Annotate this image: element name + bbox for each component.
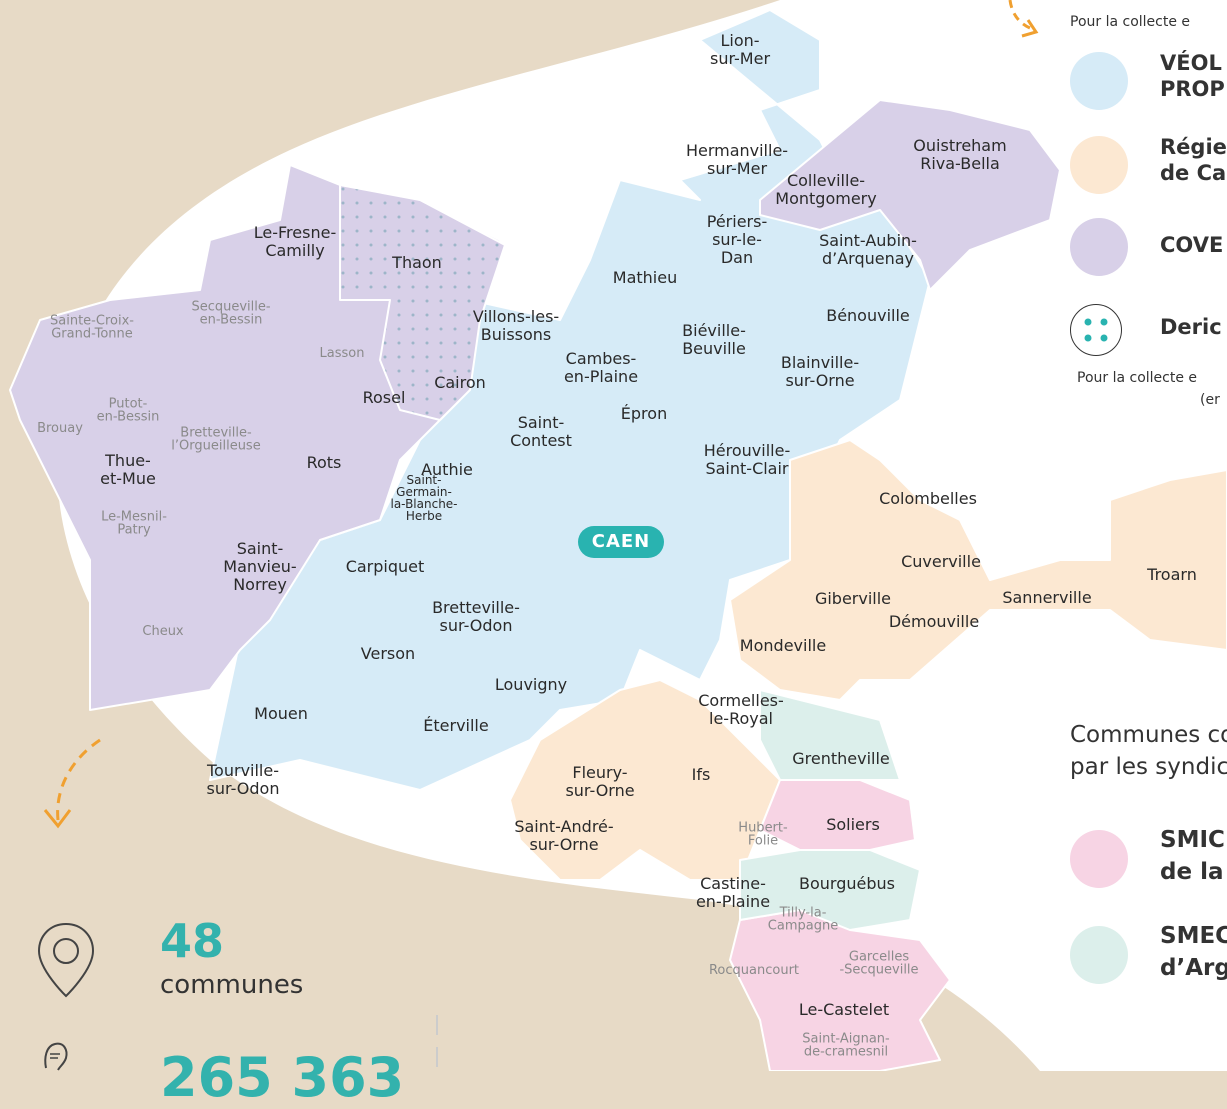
commune-label[interactable]: Colleville-Montgomery [775,171,876,208]
region-smeco[interactable] [759,689,901,781]
legend-intro-2: par les syndic [1070,754,1227,780]
communes-count: 48 [160,914,225,968]
legend-swatch-2 [1070,218,1128,276]
commune-label[interactable]: Blainville-sur-Orne [781,353,859,390]
commune-label[interactable]: Troarn [1146,565,1197,584]
region-veolia[interactable] [209,9,931,791]
location-pin-icon [37,922,95,998]
commune-label[interactable]: Cambes-en-Plaine [564,349,638,386]
commune-label[interactable]: Rocquancourt [709,963,799,978]
commune-label[interactable]: Thue-et-Mue [100,451,156,488]
commune-map[interactable]: Lion-sur-MerHermanville-sur-MerCollevill… [0,0,1227,1071]
commune-label[interactable]: Saint-Germain-la-Blanche-Herbe [390,473,457,523]
population-count: 265 363 [160,1046,405,1109]
legend-label-3: Deric [1160,315,1222,339]
commune-label[interactable]: Secqueville-en-Bessin [191,300,270,328]
legend-note-top: Pour la collecte e [1070,14,1191,30]
legend-label-2: COVE [1160,233,1224,257]
legend-bottom-swatch-1 [1070,926,1128,984]
legend-note-bottom-2: (er [1200,392,1220,408]
region-regie-east[interactable] [729,439,1227,701]
commune-label[interactable]: Ifs [692,765,711,784]
commune-label[interactable]: Cormelles-le-Royal [698,691,784,728]
commune-label[interactable]: Cuverville [901,552,981,571]
commune-label[interactable]: Louvigny [495,675,567,694]
commune-label[interactable]: Castine-en-Plaine [696,874,770,911]
commune-label[interactable]: Giberville [815,589,891,608]
commune-label[interactable]: Démouville [889,612,979,631]
commune-label[interactable]: Biéville-Beuville [682,321,746,358]
commune-label[interactable]: Le-Fresne-Camilly [254,223,336,260]
commune-label[interactable]: Bourguébus [799,874,895,893]
commune-label[interactable]: Verson [361,644,415,663]
commune-label[interactable]: Villons-les-Buissons [473,307,559,344]
commune-label[interactable]: Bretteville-sur-Odon [432,598,520,635]
legend-swatch-1 [1070,136,1128,194]
commune-label[interactable]: Thaon [391,253,442,272]
legend-note-bottom-1: Pour la collecte e [1077,370,1198,386]
commune-label[interactable]: Grentheville [792,749,890,768]
commune-label[interactable]: Saint-Aignan-de-cramesnil [802,1032,890,1060]
decorative-arrows [43,0,1039,1071]
commune-label[interactable]: Bretteville-l’Orgueilleuse [171,426,260,454]
legend-swatch-3 [1070,304,1122,356]
commune-label[interactable]: Colombelles [879,489,977,508]
commune-label[interactable]: Mondeville [740,636,826,655]
commune-label[interactable]: Épron [621,404,667,423]
commune-label[interactable]: Bénouville [826,306,910,325]
commune-label[interactable]: Cheux [142,624,184,639]
commune-label[interactable]: Soliers [826,815,880,834]
commune-label[interactable]: Hubert-Folie [738,821,788,849]
commune-label[interactable]: Hérouville-Saint-Clair [704,441,790,478]
commune-label[interactable]: Mouen [254,704,308,723]
legend-intro-1: Communes co [1070,722,1227,748]
commune-label[interactable]: Saint-André-sur-Orne [514,817,613,854]
commune-label[interactable]: Sannerville [1002,588,1091,607]
region-smictom[interactable] [759,779,916,851]
commune-label[interactable]: Saint-Manvieu-Norrey [223,539,296,594]
legend-bottom-swatch-0 [1070,830,1128,888]
commune-label[interactable]: Mathieu [613,268,677,287]
commune-label[interactable]: Éterville [423,716,488,735]
commune-label[interactable]: Fleury-sur-Orne [565,763,634,800]
commune-label[interactable]: Putot-en-Bessin [97,397,160,425]
region-smeco-south[interactable] [739,849,921,931]
commune-label[interactable]: Lasson [320,346,365,361]
commune-label[interactable]: Rots [307,453,342,472]
person-head-icon [44,1042,68,1071]
commune-label[interactable]: Garcelles-Secqueville [839,950,918,978]
caen-badge[interactable]: CAEN [578,526,664,558]
commune-label[interactable]: Rosel [363,388,406,407]
commune-label[interactable]: Tourville-sur-Odon [206,761,279,798]
commune-label[interactable]: Lion-sur-Mer [710,31,770,68]
region-dericq[interactable] [339,184,506,421]
commune-label[interactable]: Cairon [434,373,486,392]
communes-label: communes [160,970,304,1000]
commune-label[interactable]: Carpiquet [346,557,425,576]
commune-label[interactable]: Saint-Contest [510,413,572,450]
region-covel-east[interactable] [759,99,1061,291]
commune-label[interactable]: Périers-sur-le-Dan [707,212,767,267]
commune-label[interactable]: Le-Mesnil-Patry [101,510,167,538]
region-regie-south[interactable] [509,679,781,881]
commune-label[interactable]: Brouay [37,421,83,436]
commune-label[interactable]: Authie [421,460,473,479]
commune-label[interactable]: Tilly-la-Campagne [768,906,838,934]
legend-swatch-0 [1070,52,1128,110]
commune-label[interactable]: Saint-Aubin-d’Arquenay [819,231,917,268]
commune-label[interactable]: Hermanville-sur-Mer [686,141,788,178]
commune-label[interactable]: Sainte-Croix-Grand-Tonne [50,314,134,342]
commune-label[interactable]: Le-Castelet [799,1000,889,1019]
